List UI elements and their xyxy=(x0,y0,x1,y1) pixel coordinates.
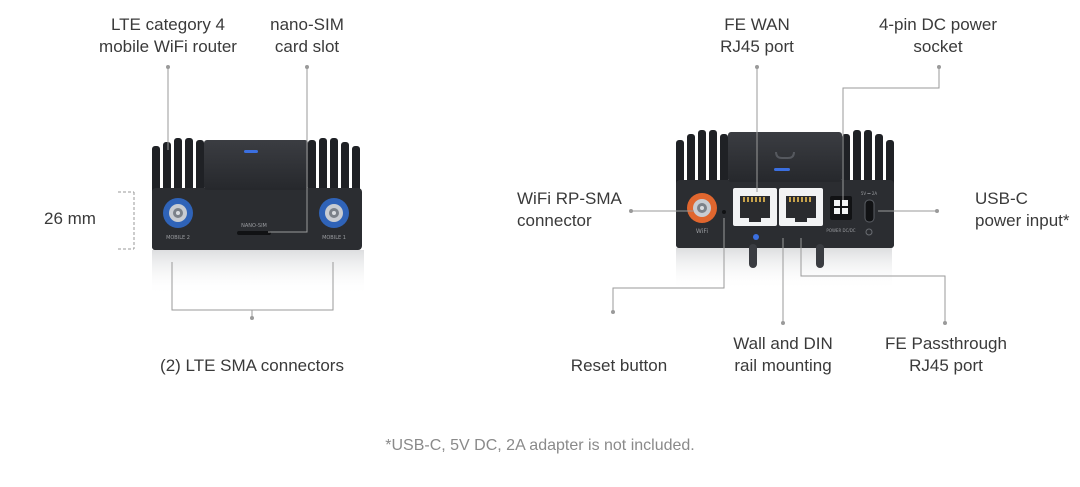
rj45-wan-port xyxy=(733,188,777,226)
mobile-2-marking: MOBILE 2 xyxy=(166,235,190,241)
left-leader-lines xyxy=(118,67,334,318)
usb-icon xyxy=(865,228,873,236)
leader-nano-sim xyxy=(268,67,308,233)
router-rear-view: WiFi POWER DC/DC 5V ⎓ 2A xyxy=(676,130,894,290)
leader-fe-passthrough xyxy=(800,238,946,323)
wan-port-indicator xyxy=(753,234,759,240)
rj45-passthrough-port xyxy=(779,188,823,226)
rear-reflection xyxy=(676,248,892,290)
ui-logo xyxy=(775,151,795,159)
front-body xyxy=(152,188,362,250)
nano-sim-marking: NANO-SIM xyxy=(241,223,267,229)
label-dc-power: 4-pin DC power socket xyxy=(878,15,998,56)
mobile-1-marking: MOBILE 1 xyxy=(322,235,346,241)
label-nano-sim: nano-SIM card slot xyxy=(270,15,344,56)
footnote: *USB-C, 5V DC, 2A adapter is not include… xyxy=(385,437,695,454)
label-wall-din: Wall and DIN rail mounting xyxy=(733,334,833,375)
lte-sma-connector-1 xyxy=(319,198,349,228)
router-front-view: MOBILE 2 MOBILE 1 NANO-SIM xyxy=(152,138,364,295)
reset-pinhole xyxy=(722,210,726,214)
rear-status-led xyxy=(774,168,790,171)
label-fe-passthrough: FE Passthrough RJ45 port xyxy=(885,334,1007,375)
label-height: 26 mm xyxy=(44,209,96,228)
usb-c-port xyxy=(864,199,875,223)
mounting-slots xyxy=(749,244,824,268)
label-fe-wan: FE WAN RJ45 port xyxy=(720,15,794,56)
dc-power-socket xyxy=(830,196,852,220)
power-dc-marking: POWER DC/DC xyxy=(826,228,855,233)
right-leader-lines xyxy=(612,67,946,323)
label-wifi-sma: WiFi RP-SMA connector xyxy=(517,189,622,230)
wifi-marking: WiFi xyxy=(696,228,708,235)
lte-sma-connector-2 xyxy=(163,198,193,228)
rating-marking: 5V ⎓ 2A xyxy=(861,191,878,196)
nano-sim-slot xyxy=(237,231,271,235)
wifi-rp-sma-connector xyxy=(687,193,717,223)
label-reset: Reset button xyxy=(570,356,668,375)
height-bracket xyxy=(118,191,135,250)
front-top-panel xyxy=(204,140,308,190)
status-led xyxy=(244,150,258,153)
front-reflection xyxy=(152,250,364,295)
leader-dc-power xyxy=(842,67,940,200)
label-lte-router: LTE category 4 mobile WiFi router xyxy=(99,15,237,56)
label-lte-sma: (2) LTE SMA connectors xyxy=(160,356,344,375)
label-usb-c: USB-C power input* xyxy=(975,189,1070,230)
leader-reset xyxy=(612,218,725,312)
